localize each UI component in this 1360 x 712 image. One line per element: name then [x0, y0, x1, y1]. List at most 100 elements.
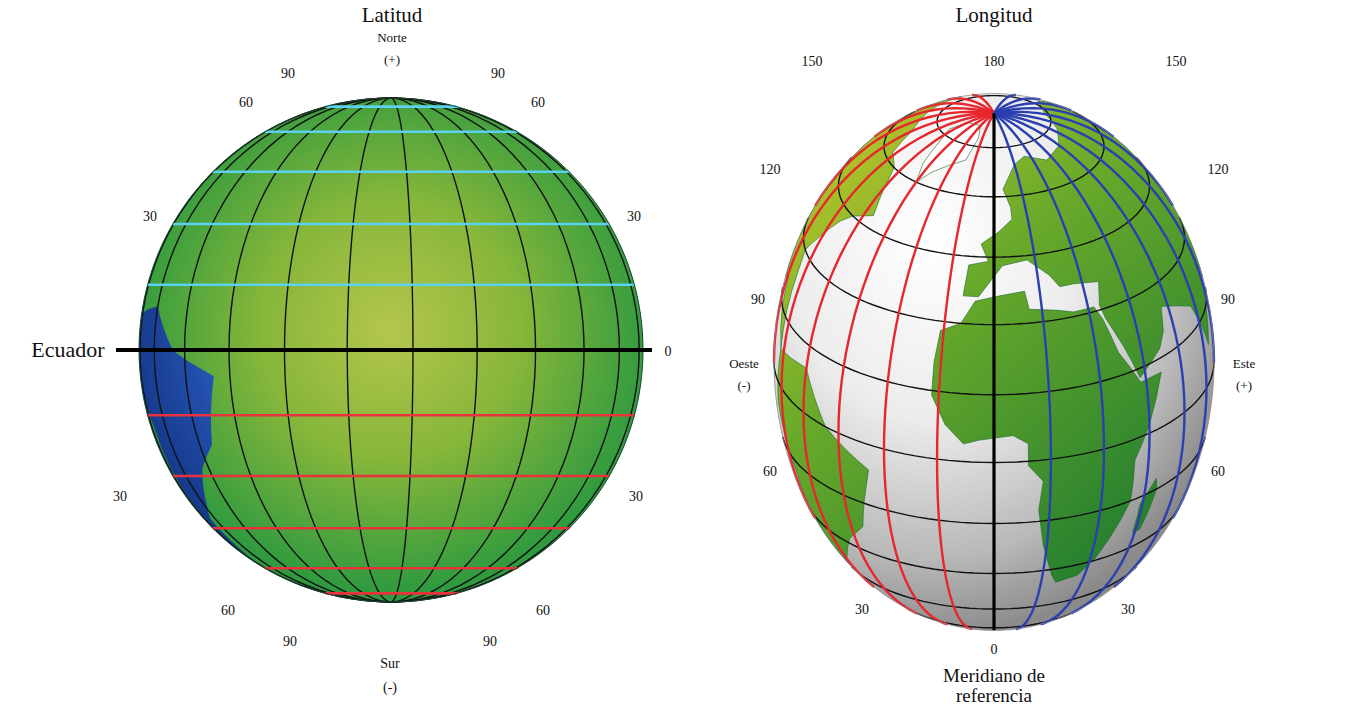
sign-label: (-) [738, 379, 751, 393]
meridian-line [994, 98, 1041, 113]
meridian-line [994, 108, 1114, 137]
parallel-line [148, 283, 635, 286]
parallel-line [148, 414, 635, 417]
label-anchor: 60 [221, 603, 235, 618]
label-anchor: 60 [536, 603, 550, 618]
label-anchor: 30 [627, 209, 641, 224]
label-anchor: Norte [377, 31, 407, 45]
degree-number: 120 [760, 162, 781, 177]
degree-number: 90 [283, 634, 297, 649]
label-anchor: 30 [1121, 602, 1135, 617]
label-anchor: 0 [665, 344, 672, 359]
parallel-line [326, 105, 456, 108]
parallel-line [326, 592, 456, 595]
degree-number: 60 [531, 95, 545, 110]
label-anchor: 120 [760, 162, 781, 177]
sign-label: (+) [1236, 379, 1252, 393]
latitude-globe [116, 98, 652, 602]
label-anchor: 150 [1166, 54, 1187, 69]
meridian-line [781, 113, 994, 518]
label-anchor: 30 [629, 489, 643, 504]
degree-number: 30 [629, 489, 643, 504]
meridian-line [994, 113, 1051, 629]
degree-number: 0 [665, 344, 672, 359]
parallel-line [213, 170, 569, 173]
globe-outline [774, 94, 1214, 631]
label-anchor: 150 [802, 54, 823, 69]
reference-meridian [992, 113, 995, 630]
meridian-line [838, 113, 994, 613]
longitude-globe [774, 94, 1214, 631]
label-anchor: Sur [380, 656, 399, 671]
direction-label: Oeste [729, 357, 759, 371]
degree-number: 30 [143, 209, 157, 224]
label-anchor: (-) [738, 379, 751, 393]
degree-number: 60 [763, 464, 777, 479]
degree-number: 120 [1208, 162, 1229, 177]
label-anchor: 60 [763, 464, 777, 479]
label-anchor: 30 [143, 209, 157, 224]
label-anchor: (-) [383, 680, 397, 695]
label-anchor: Latitud [362, 4, 423, 27]
parallel-line [213, 527, 569, 530]
parallel-line [265, 130, 517, 133]
degree-number: 30 [855, 602, 869, 617]
heading: Longitud [956, 4, 1033, 27]
label-anchor: 0 [991, 642, 998, 657]
direction-label: Sur [380, 656, 399, 671]
continent [781, 97, 962, 349]
label-anchor: 180 [984, 54, 1005, 69]
label-anchor: 120 [1208, 162, 1229, 177]
parallel-line [265, 567, 517, 570]
label-anchor: Ecuador [31, 338, 104, 362]
meridian-line [994, 113, 1104, 624]
label-anchor: 60 [1211, 464, 1225, 479]
label-anchor: Longitud [956, 4, 1033, 27]
degree-number: 90 [281, 66, 295, 81]
meridian-line [994, 113, 1185, 587]
degree-number: 90 [751, 292, 765, 307]
label-anchor: 90 [281, 66, 295, 81]
meridian-line [994, 113, 1214, 362]
degree-number: 60 [221, 603, 235, 618]
label-anchor: Este [1233, 357, 1255, 371]
continent [519, 402, 548, 456]
label-anchor: 60 [239, 95, 253, 110]
equator-label: Ecuador [31, 338, 104, 362]
degree-number: 60 [1211, 464, 1225, 479]
degree-number: 30 [627, 209, 641, 224]
heading: Latitud [362, 4, 423, 27]
meridian-line [994, 113, 1150, 613]
degree-number: 150 [802, 54, 823, 69]
label-anchor: (+) [1236, 379, 1252, 393]
degree-number: 30 [113, 489, 127, 504]
degree-number: 150 [1166, 54, 1187, 69]
label-anchor: 90 [283, 634, 297, 649]
meridian-line [994, 95, 1016, 113]
degree-number: 60 [239, 95, 253, 110]
label-anchor: (+) [384, 53, 400, 67]
meridian-line [803, 113, 994, 587]
meridian-caption: Meridiano de referencia [929, 666, 1059, 706]
label-anchor: 90 [483, 634, 497, 649]
degree-number: 60 [536, 603, 550, 618]
label-anchor: 90 [1221, 292, 1235, 307]
label-anchor: 90 [751, 292, 765, 307]
meridian-line [937, 113, 994, 629]
degree-number: 30 [1121, 602, 1135, 617]
label-anchor: 30 [113, 489, 127, 504]
meridian-line [994, 112, 1173, 206]
continent [963, 102, 1208, 378]
direction-label: Este [1233, 357, 1255, 371]
sign-label: (-) [383, 680, 397, 695]
equator-line [116, 348, 652, 352]
degree-number: 90 [491, 66, 505, 81]
label-anchor: Meridiano de referencia [929, 666, 1059, 706]
direction-label: Norte [377, 31, 407, 45]
label-anchor: 60 [531, 95, 545, 110]
degree-number: 180 [984, 54, 1005, 69]
meridian-line [994, 113, 1207, 518]
globe-sphere [774, 94, 1214, 631]
